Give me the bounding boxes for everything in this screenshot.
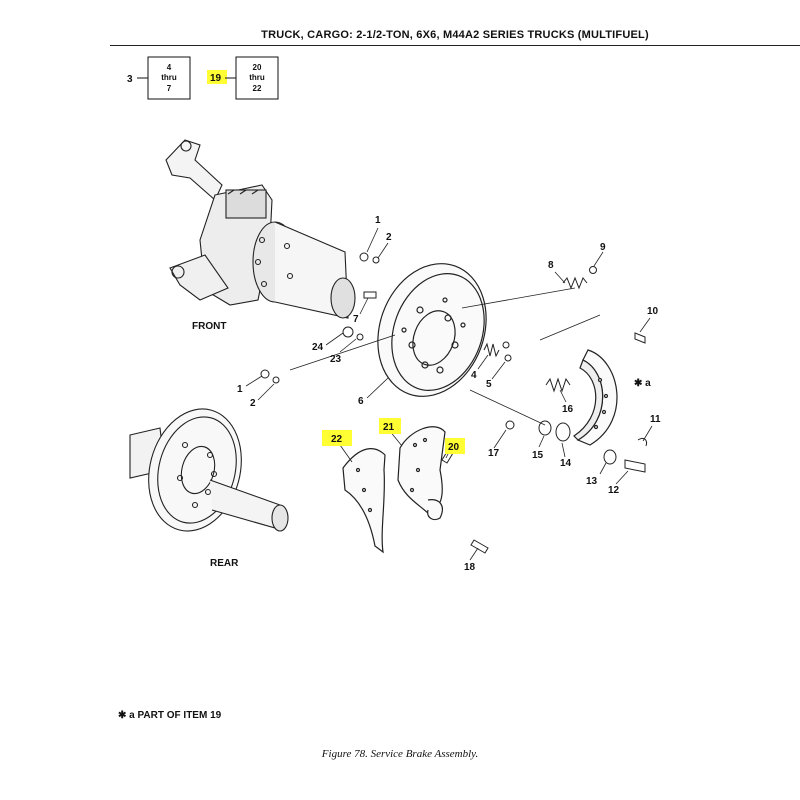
callout-7: 7	[353, 314, 359, 325]
footnote: ✱ a PART OF ITEM 19	[118, 710, 222, 721]
header-rule	[110, 45, 800, 46]
callout-10: 10	[647, 306, 659, 317]
highlight-mark	[445, 438, 465, 454]
callout-4: 4	[471, 370, 477, 381]
index-box-4-7: 3 4 thru 7	[127, 56, 191, 100]
index-box-line: thru	[161, 73, 177, 82]
right-brake-shoe-drawing	[573, 349, 618, 446]
index-box-20-22: 19 20 thru 22	[207, 56, 279, 100]
figure-caption: Figure 78. Service Brake Assembly.	[321, 748, 479, 760]
callout-star-a: ✱ a	[634, 378, 651, 389]
callout-2: 2	[386, 232, 392, 243]
index-box-left-label: 3	[127, 74, 133, 85]
callout-1: 1	[375, 215, 381, 226]
page-header-title: TRUCK, CARGO: 2-1/2-TON, 6X6, M44A2 SERI…	[261, 29, 649, 41]
index-box-line: 22	[253, 84, 262, 93]
rear-axle-drawing	[129, 408, 289, 532]
callout-18: 18	[464, 562, 476, 573]
callout-23: 23	[330, 354, 342, 365]
callout-20: 20	[448, 442, 460, 453]
index-box-line: 7	[167, 84, 172, 93]
callout-9: 9	[600, 242, 606, 253]
exploded-shoe-drawing	[342, 426, 446, 554]
callout-8: 8	[548, 260, 554, 271]
front-axle-drawing	[165, 139, 356, 319]
callout-2-lower: 2	[250, 398, 256, 409]
callout-17: 17	[488, 448, 500, 459]
index-box-line: 4	[167, 63, 172, 72]
callout-labels: 1 2 9 8 10 7 24 23 4 5 1 2 6 16 ✱ a 11 2…	[237, 215, 661, 573]
highlight-mark	[207, 70, 227, 84]
callout-16: 16	[562, 404, 574, 415]
callout-13: 13	[586, 476, 598, 487]
callout-15: 15	[532, 450, 544, 461]
callout-21: 21	[383, 422, 395, 433]
callout-6: 6	[358, 396, 364, 407]
callout-5: 5	[486, 379, 492, 390]
callout-14: 14	[560, 458, 572, 469]
callout-22: 22	[331, 434, 343, 445]
highlight-mark	[379, 418, 401, 434]
index-box-left-label: 19	[210, 73, 222, 84]
small-parts-drawing	[260, 252, 647, 554]
index-box-line: 20	[253, 63, 262, 72]
index-box-line: thru	[249, 73, 265, 82]
backing-plate-drawing	[377, 263, 487, 397]
callout-1-lower: 1	[237, 384, 243, 395]
callout-11: 11	[650, 414, 661, 425]
highlight-mark	[322, 430, 352, 446]
callout-24: 24	[312, 342, 324, 353]
callout-12: 12	[608, 485, 620, 496]
front-view-label: FRONT	[192, 321, 226, 332]
rear-view-label: REAR	[210, 558, 239, 569]
